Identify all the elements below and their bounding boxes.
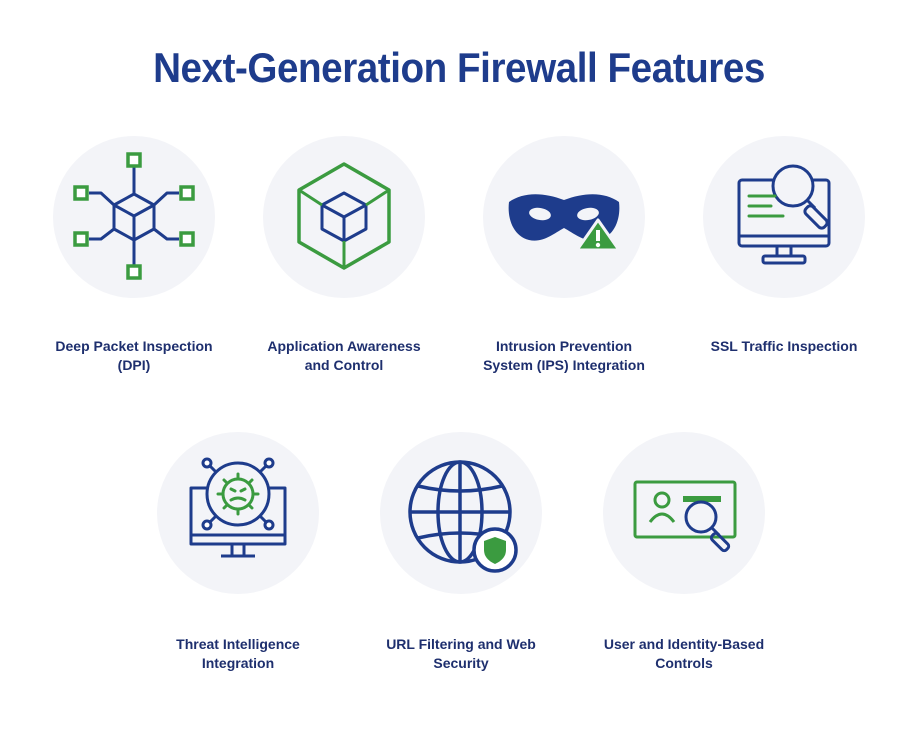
feature-app-awareness-circle xyxy=(263,136,425,298)
feature-identity-circle xyxy=(603,432,765,594)
id-card-magnifier-icon xyxy=(633,480,737,553)
page-title: Next-Generation Firewall Features xyxy=(153,44,765,91)
feature-ssl-circle xyxy=(703,136,865,298)
feature-dpi-label: Deep Packet Inspection (DPI) xyxy=(55,338,213,373)
feature-threat-intel-label: Threat Intelligence Integration xyxy=(176,636,300,671)
feature-app-awareness-label: Application Awareness and Control xyxy=(267,338,421,373)
feature-ips-label: Intrusion Prevention System (IPS) Integr… xyxy=(483,338,645,373)
virus-monitor-icon xyxy=(189,457,287,558)
globe-shield-icon xyxy=(408,460,518,573)
feature-ips-circle xyxy=(483,136,645,298)
mask-warning-icon xyxy=(508,194,621,252)
monitor-magnifier-icon xyxy=(737,164,831,265)
feature-url-filtering-circle xyxy=(380,432,542,594)
cube-icon xyxy=(297,162,391,270)
network-cube-icon xyxy=(73,152,195,280)
feature-identity-label: User and Identity-Based Controls xyxy=(603,636,765,671)
feature-threat-intel-circle xyxy=(157,432,319,594)
feature-url-filtering-label: URL Filtering and Web Security xyxy=(386,636,536,671)
feature-dpi-circle xyxy=(53,136,215,298)
feature-ssl-label: SSL Traffic Inspection xyxy=(710,338,858,354)
